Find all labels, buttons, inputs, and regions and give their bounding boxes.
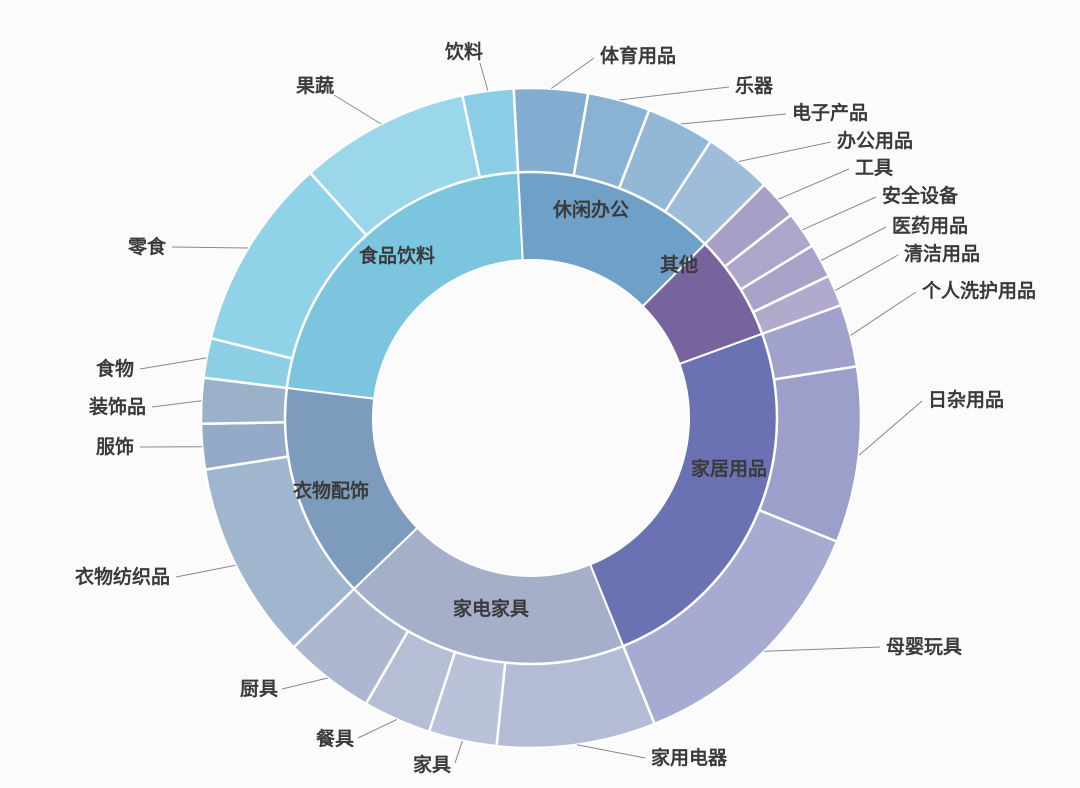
subcategory-label: 装饰品	[88, 395, 146, 418]
subcategory-label: 母婴玩具	[886, 636, 962, 658]
label-leader-line	[801, 196, 877, 231]
subcategory-label: 工具	[855, 157, 893, 179]
label-leader-line	[858, 400, 923, 456]
category-label: 家电家具	[453, 597, 529, 620]
label-leader-line	[357, 719, 398, 739]
subcategory-label: 衣物纺织品	[75, 565, 170, 588]
label-leader-line	[850, 291, 917, 336]
label-leader-line	[454, 740, 463, 764]
subcategory-label: 安全设备	[882, 184, 959, 207]
subcategory-label: 体育用品	[600, 44, 676, 67]
subcategory-label: 家具	[413, 753, 451, 776]
label-leader-line	[619, 86, 730, 101]
subcategory-label: 乐器	[735, 75, 774, 97]
subcategory-label: 食物	[96, 357, 134, 380]
subcategory-label: 办公用品	[837, 129, 913, 152]
label-leader-line	[550, 57, 595, 90]
category-label: 家居用品	[691, 457, 767, 480]
subcategory-label: 厨具	[240, 678, 278, 700]
label-leader-line	[281, 677, 328, 690]
subcategory-segment	[199, 376, 289, 426]
label-leader-line	[680, 113, 787, 125]
subcategory-label: 餐具	[316, 727, 354, 750]
subcategory-label: 日杂用品	[928, 389, 1004, 411]
label-leader-line	[151, 400, 202, 408]
label-leader-line	[835, 254, 899, 291]
category-label: 食品饮料	[359, 244, 435, 267]
label-leader-line	[778, 168, 850, 200]
label-leader-line	[738, 141, 832, 162]
subcategory-label: 清洁用品	[904, 242, 980, 265]
label-leader-line	[139, 357, 207, 370]
label-leader-line	[175, 564, 236, 578]
category-label: 衣物配饰	[293, 479, 369, 502]
label-leader-line	[820, 226, 887, 261]
category-label: 休闲办公	[552, 198, 629, 221]
subcategory-label: 电子产品	[792, 101, 868, 124]
subcategory-label: 家用电器	[651, 746, 728, 769]
label-leader-line	[171, 246, 249, 249]
label-leader-line	[576, 744, 646, 759]
subcategory-label: 服饰	[96, 435, 134, 458]
subcategory-label: 果蔬	[295, 74, 334, 97]
label-leader-line	[333, 94, 382, 125]
subcategory-label: 医药用品	[892, 214, 968, 237]
label-leader-line	[764, 646, 881, 652]
subcategory-label: 饮料	[444, 40, 483, 63]
subcategory-label: 个人洗护用品	[921, 279, 1036, 302]
label-leader-line	[479, 62, 489, 91]
category-label: 其他	[660, 253, 698, 276]
subcategory-label: 零食	[127, 235, 167, 258]
